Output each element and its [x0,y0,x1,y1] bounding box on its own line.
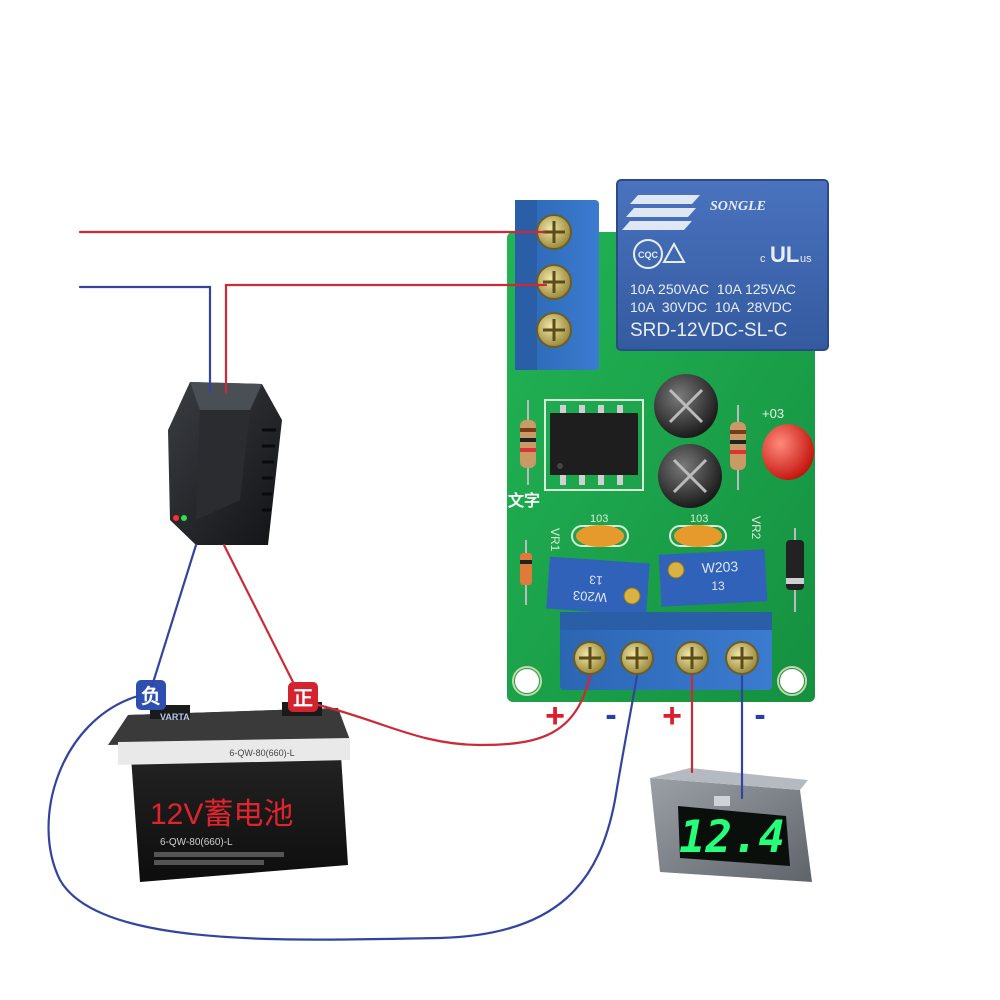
svg-text:W203: W203 [701,558,739,576]
blue-wire-mains [78,285,212,394]
relay-model: SRD-12VDC-SL-C [630,320,787,341]
svg-text:UL: UL [770,242,799,267]
screw-icon[interactable] [620,641,654,675]
red-wire-relay [224,283,548,394]
adjust-screw-icon[interactable] [623,587,641,605]
cap2-label: 103 [690,513,708,525]
screw-icon[interactable] [675,641,709,675]
vr2-label: VR2 [749,516,763,540]
screw-icon[interactable] [536,312,572,348]
svg-text:CQC: CQC [638,250,659,260]
vr1-label: VR1 [548,528,562,552]
adjust-screw-icon[interactable] [667,561,685,579]
resistor-left [520,400,536,485]
blue-wire-adapter-battery [150,543,198,688]
relay-brand: SONGLE [710,199,766,214]
terminal-sign-1: + [545,697,565,735]
relay: SONGLE CQC c UL us 10A 250VAC 10A 125VAC… [616,179,829,351]
power-adapter [168,382,282,545]
terminal-sign-3: + [662,697,682,735]
electrolytic-capacitor [658,444,722,508]
battery-model-bottom: 6-QW-80(660)-L [160,837,233,848]
screw-icon[interactable] [536,264,572,300]
indicator-green-icon [181,515,187,521]
potentiometer-vr2[interactable]: W203 13 [658,549,768,607]
charger-pcb: SONGLE CQC c UL us 10A 250VAC 10A 125VAC… [507,179,829,702]
voltmeter-reading: 12.4 [679,812,785,863]
relay-rating-1: 10A 250VAC 10A 125VAC [630,281,796,297]
positive-tag-icon: 正 [288,682,318,712]
cap1-label: 103 [590,513,608,525]
battery-label: 12V蓄电池 [150,798,293,831]
svg-text:us: us [800,253,812,265]
battery-brand: VARTA [160,712,190,722]
diode-right [786,528,804,612]
relay-rating-2: 10A 30VDC 10A 28VDC [630,299,792,315]
wires [47,230,744,941]
svg-text:13: 13 [711,579,725,593]
terminal-sign-2: - [605,696,616,734]
svg-text:W203: W203 [572,588,607,605]
ceramic-capacitor [669,525,727,547]
silk-text: 文字 [508,491,540,510]
red-led-icon [762,424,814,480]
songle-logo-icon [622,195,700,230]
ceramic-capacitor [571,525,629,547]
svg-text:正: 正 [293,688,313,710]
mount-hole-icon [780,669,804,693]
red-wire-battery-board [316,674,592,747]
svg-text:c: c [760,253,766,265]
screw-icon[interactable] [573,641,607,675]
output-terminal-block [560,612,772,690]
electrolytic-capacitor [654,374,718,438]
red-wire-adapter-battery [222,543,298,690]
terminal-sign-4: - [754,696,765,734]
svg-text:负: 负 [141,684,161,708]
ul-mark-icon: c UL us [760,242,812,267]
blue-wire-battery-board [47,674,639,941]
negative-tag-icon: 负 [136,680,166,710]
digital-voltmeter: 12.4 [650,768,812,882]
potentiometer-vr1[interactable]: 13 W203 [546,556,650,616]
led-silk-label: +03 [762,406,784,421]
mount-hole-icon [515,669,539,693]
svg-text:13: 13 [589,573,604,588]
resistor-right [730,405,746,490]
ic-chip [544,399,644,491]
screw-icon[interactable] [536,214,572,250]
battery-12v: VARTA 6-QW-80(660)-L 12V蓄电池 6-QW-80(660)… [108,702,350,882]
screw-icon[interactable] [725,641,759,675]
indicator-red-icon [173,515,179,521]
diode-left [520,540,532,605]
cqc-mark-icon: CQC [633,239,686,269]
battery-model-top: 6-QW-80(660)-L [229,748,294,758]
